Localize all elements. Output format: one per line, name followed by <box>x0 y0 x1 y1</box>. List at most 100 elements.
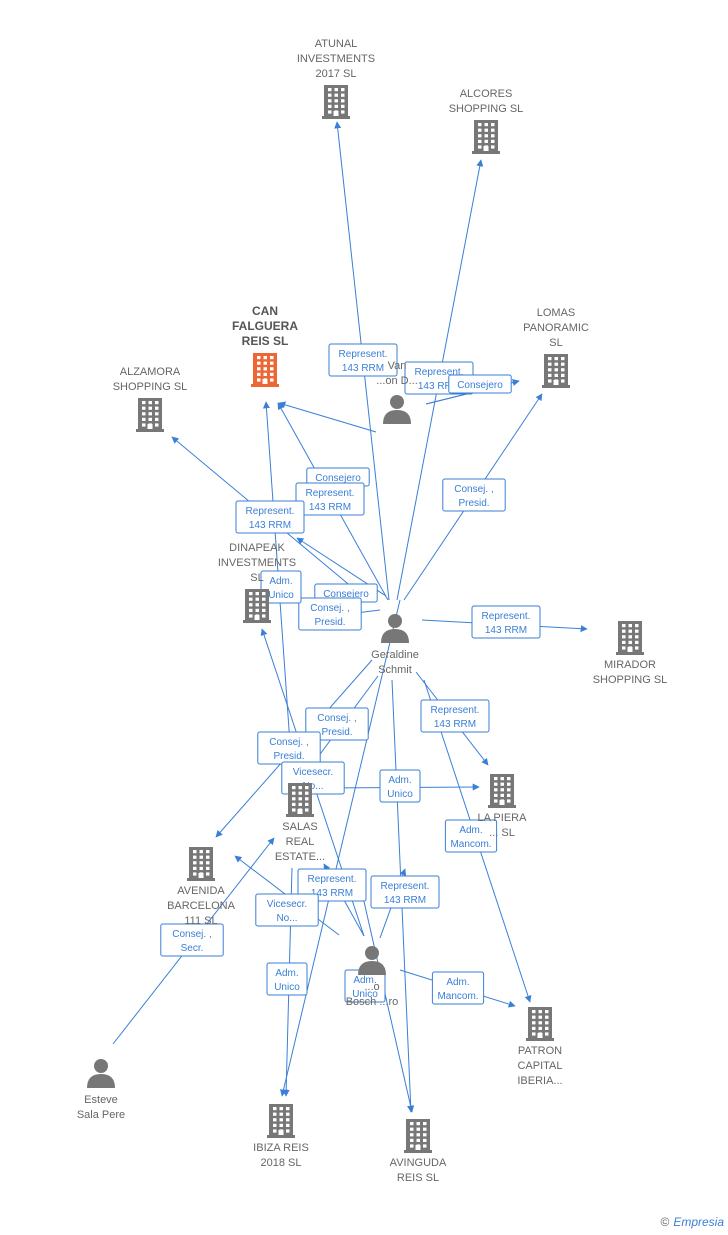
edge-label-text: Consej. , <box>454 484 493 495</box>
node-patron[interactable]: PATRON CAPITAL IBERIA... <box>517 1007 563 1087</box>
node-label: REIS SL <box>242 334 289 348</box>
building-icon <box>472 120 500 154</box>
edge-label-text: Consej. , <box>172 929 211 940</box>
node-label: Geraldine <box>371 649 419 661</box>
edge-label-text: 143 RRM <box>418 381 460 392</box>
edge-geraldine-to-ibiza <box>280 599 401 1097</box>
edge-label-text: 143 RRM <box>342 363 384 374</box>
node-label: INVESTMENTS <box>218 557 296 569</box>
node-label: CAN <box>252 304 278 318</box>
edge-label-text: Unico <box>387 789 413 800</box>
edge-label-box[interactable]: Consej. ,Presid. <box>298 597 362 631</box>
edge-label-frame <box>431 971 485 1005</box>
person-icon <box>383 395 411 424</box>
node-label: Sala Pere <box>77 1109 125 1121</box>
node-label: 2017 SL <box>316 68 357 80</box>
node-label: PATRON <box>518 1045 562 1057</box>
node-label: ...o <box>364 981 379 993</box>
node-alcores[interactable]: ALCORES SHOPPING SL <box>449 88 524 154</box>
edge-label-box[interactable]: Consejero <box>448 374 512 394</box>
edge-label-box[interactable]: Adm.Unico <box>260 570 302 604</box>
node-label: AVENIDA <box>177 885 225 897</box>
building-icon <box>243 589 271 623</box>
node-label: AVINGUDA <box>390 1157 447 1169</box>
node-label: ALCORES <box>460 88 513 100</box>
node-label: Esteve <box>84 1094 118 1106</box>
edge-label-box[interactable]: Adm.Unico <box>344 969 386 1003</box>
edge-label-frame <box>295 482 365 516</box>
edge-label-text: Presid. <box>321 727 352 738</box>
edge-label-text: Mancom. <box>450 839 491 850</box>
edge-label-text: Adm. <box>353 975 376 986</box>
node-van[interactable]: Van...on D... <box>376 360 418 424</box>
edge-label-text: Represent. <box>415 367 464 378</box>
edge-label-frame <box>444 819 498 853</box>
edge-label-box[interactable]: Adm.Unico <box>379 769 421 803</box>
node-label: SHOPPING SL <box>593 674 668 686</box>
edge-label-text: Represent. <box>306 488 355 499</box>
node-label: PANORAMIC <box>523 322 589 334</box>
edge-label-box[interactable]: Consej. , Presid. <box>305 707 369 741</box>
node-label: 111 SL <box>184 915 217 927</box>
node-label: IBERIA... <box>517 1075 562 1087</box>
edge-label-box[interactable]: Consej. ,Secr. <box>160 923 224 957</box>
node-label: SHOPPING SL <box>449 103 524 115</box>
edge-label-box[interactable]: Represent.143 RRM <box>420 699 490 733</box>
edge-label-frame <box>160 923 224 957</box>
edge-label-frame <box>255 893 319 927</box>
edge-label-text: Adm. <box>446 977 469 988</box>
edge-label-frame <box>305 707 369 741</box>
edge-label-box[interactable]: Represent.143 RRM <box>370 875 440 909</box>
edge-label-text: Consej. , <box>269 737 308 748</box>
node-label: SL <box>549 337 562 349</box>
edge-label-box[interactable]: Consej. , Presid. <box>442 478 506 512</box>
edge-label-text: Represent. <box>431 705 480 716</box>
edge-label-text: Consej. , <box>317 713 356 724</box>
node-lapiera[interactable]: LA PIERA... SL <box>478 774 528 839</box>
edge-label-text: Vicesecr. <box>267 899 307 910</box>
brand-name: Empresia <box>673 1215 724 1229</box>
edge-label-box[interactable]: Represent.143 RRM <box>297 868 367 902</box>
edge-label-frame <box>471 605 541 639</box>
edge-label-box[interactable]: Vicesecr.No... <box>255 893 319 927</box>
edge-label-box[interactable]: Consej. ,Presid. <box>257 731 321 765</box>
edge-label-text: 143 RRM <box>485 625 527 636</box>
edge-label-frame <box>260 570 302 604</box>
node-label: BARCELONA <box>167 900 236 912</box>
node-label: CAPITAL <box>517 1060 562 1072</box>
node-label: DINAPEAK <box>229 542 285 554</box>
node-label: ... SL <box>489 827 515 839</box>
edge-label-frame <box>266 962 308 996</box>
edge-label-box[interactable]: Adm.Mancom. <box>444 819 498 853</box>
edge-label-text: Represent. <box>246 506 295 517</box>
node-avenida[interactable]: AVENIDA BARCELONA 111 SL <box>167 847 236 927</box>
edge-label-box[interactable]: Represent.143 RRM <box>471 605 541 639</box>
edge-label-text: Adm. <box>269 576 292 587</box>
edge-label-text: 143 RRM <box>311 888 353 899</box>
node-label: FALGUERA <box>232 319 298 333</box>
edge-label-text: Presid. <box>458 498 489 509</box>
person-icon <box>358 946 386 975</box>
edge-label-box[interactable]: Represent.143 RRM <box>235 500 305 534</box>
edge-label-text: Unico <box>274 982 300 993</box>
edge-label-text: Represent. <box>339 349 388 360</box>
edge-label-box[interactable]: Adm.Mancom. <box>431 971 485 1005</box>
edge-label-box[interactable]: Represent.143 RRM <box>295 482 365 516</box>
edge-label-frame <box>298 597 362 631</box>
edge-label-box[interactable]: Adm.Unico <box>266 962 308 996</box>
node-salas[interactable]: SALASREALESTATE... <box>275 783 325 863</box>
edge-label-box[interactable]: Represent. 143 RRM <box>328 343 398 377</box>
edge-geraldine-to-can <box>278 401 377 433</box>
